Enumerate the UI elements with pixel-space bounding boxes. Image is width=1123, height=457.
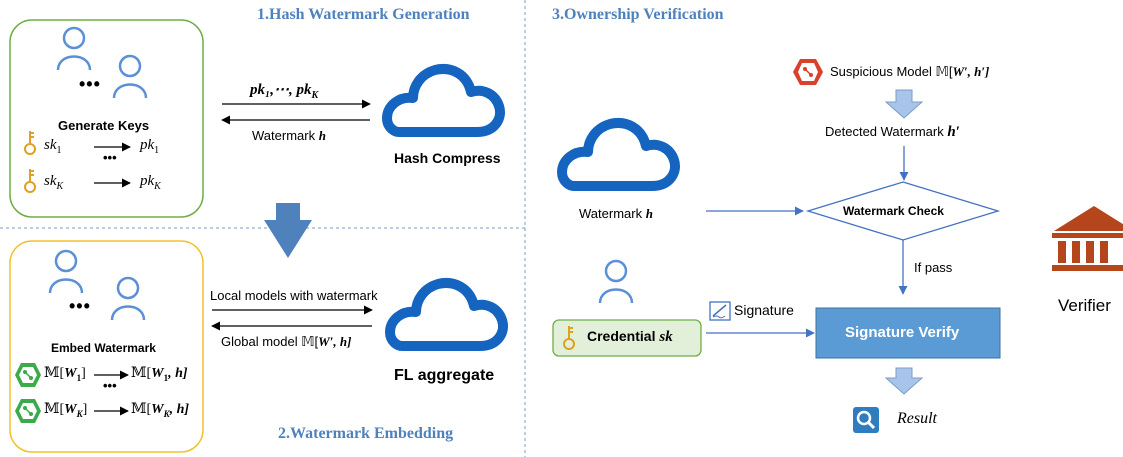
generate-keys-label: Generate Keys xyxy=(58,118,150,133)
model-icon xyxy=(14,362,42,388)
embed-watermark-label: Embed Watermark xyxy=(51,341,156,355)
search-icon xyxy=(853,407,879,433)
modelK-right: 𝕄[WK, h] xyxy=(131,402,190,419)
users-ellipsis-2: ••• xyxy=(69,296,91,316)
section-title-verify: 3.Ownership Verification xyxy=(552,6,724,23)
watermark-check-label: Watermark Check xyxy=(843,204,944,218)
model-icon xyxy=(14,398,42,424)
cloud-icon xyxy=(562,123,675,186)
verifier-icon xyxy=(1052,206,1123,271)
person-icon xyxy=(112,54,148,100)
embed-watermark-box xyxy=(9,240,204,453)
key-icon xyxy=(24,168,36,193)
credential-label: Credential sk xyxy=(587,328,673,345)
models-ellipsis: ••• xyxy=(103,378,117,393)
pkK-label: pkK xyxy=(140,173,161,192)
hash-compress-label: Hash Compress xyxy=(394,150,501,166)
down-arrow-icon xyxy=(264,203,312,258)
fl-aggregate-label: FL aggregate xyxy=(394,367,495,384)
section-title-hash: 1.Hash Watermark Generation xyxy=(257,6,470,23)
signature-icon xyxy=(709,301,731,321)
pk-list-label: pk₁,⋯, pkK xyxy=(250,82,319,101)
global-model-label: Global model 𝕄[W′, h] xyxy=(221,334,352,349)
watermark-h-label-2: Watermark h xyxy=(579,206,653,221)
users-ellipsis: ••• xyxy=(79,74,101,94)
person-icon xyxy=(48,249,84,295)
verifier-label: Verifier xyxy=(1058,296,1111,315)
suspicious-model-label: Suspicious Model 𝕄[W′, h′] xyxy=(830,64,990,79)
cloud-icon xyxy=(390,283,503,346)
person-icon xyxy=(110,276,146,322)
watermark-h-label-1: Watermark h xyxy=(252,128,326,143)
credential-box xyxy=(552,319,702,357)
detected-watermark-label: Detected Watermark h′ xyxy=(825,124,960,140)
down-arrow-icon xyxy=(884,89,924,119)
local-models-label: Local models with watermark xyxy=(210,288,378,303)
generate-keys-box xyxy=(9,19,204,218)
sk1-label: sk1 xyxy=(44,137,62,156)
key-icon xyxy=(24,130,36,155)
down-arrow-icon xyxy=(884,367,924,395)
suspicious-model-icon xyxy=(792,58,824,86)
modelK-left: 𝕄[WK] xyxy=(44,402,88,419)
model1-left: 𝕄[W1] xyxy=(44,366,86,383)
skK-label: skK xyxy=(44,173,64,192)
if-pass-label: If pass xyxy=(914,260,953,275)
model1-right: 𝕄[W1, h] xyxy=(131,366,188,383)
result-label: Result xyxy=(897,410,937,427)
pk1-label: pk1 xyxy=(140,137,160,156)
signature-label: Signature xyxy=(734,302,794,318)
section-title-embed: 2.Watermark Embedding xyxy=(278,425,454,442)
person-icon xyxy=(598,259,634,305)
signature-verify-label: Signature Verify xyxy=(845,324,960,341)
signature-verify-box xyxy=(815,307,1001,359)
cloud-icon xyxy=(387,69,500,132)
person-icon xyxy=(56,26,92,72)
keys-ellipsis: ••• xyxy=(103,150,117,165)
